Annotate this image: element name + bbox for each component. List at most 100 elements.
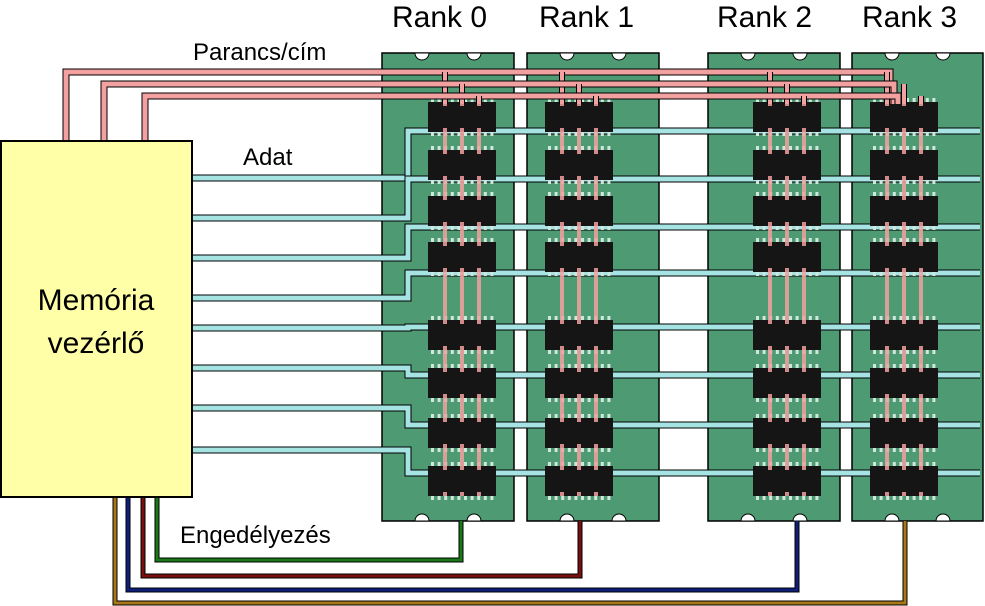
chip-pin-top (490, 462, 494, 466)
chip-pin-bottom (437, 132, 441, 136)
chip-pin-bottom (762, 398, 766, 402)
chip-pin-top (782, 238, 786, 242)
chip-pin-bottom (437, 272, 441, 276)
chip-pin-bottom (782, 132, 786, 136)
chip-pin-top (464, 316, 467, 320)
rank-3-chip-face-2 (870, 200, 938, 222)
chip-pin-top (457, 146, 461, 150)
chip-pin-top (815, 414, 819, 418)
chip-pin-bottom (483, 398, 487, 402)
chip-pin-top (607, 316, 611, 320)
chip-pin-bottom (464, 132, 467, 136)
chip-pin-top (554, 462, 558, 466)
chip-pin-top (925, 462, 929, 466)
chip-pin-top (789, 316, 792, 320)
chip-pin-bottom (483, 132, 487, 136)
chip-pin-top (554, 414, 558, 418)
chip-pin-bottom (581, 448, 584, 452)
chip-pin-top (574, 192, 578, 196)
chip-pin-top (554, 238, 558, 242)
rank-0-top-notch-1 (466, 52, 482, 61)
chip-pin-top (567, 316, 571, 320)
rank-2-chip-trace-0 (768, 102, 772, 496)
chip-pin-bottom (932, 496, 936, 500)
chip-pin-top (464, 462, 467, 466)
chip-pin-bottom (483, 448, 487, 452)
chip-pin-bottom (892, 448, 896, 452)
rank-1-chip-face-5 (545, 372, 613, 394)
chip-pin-top (925, 146, 929, 150)
chip-pin-top (548, 146, 551, 150)
chip-pin-bottom (490, 350, 494, 354)
rank-0-top-notch-0 (414, 52, 430, 61)
chip-pin-top (548, 238, 551, 242)
chip-pin-top (756, 316, 759, 320)
chip-pin-top (906, 414, 909, 418)
chip-pin-top (879, 238, 883, 242)
chip-pin-top (574, 98, 578, 102)
chip-pin-bottom (594, 496, 598, 500)
chip-pin-bottom (464, 226, 467, 230)
chip-pin-bottom (782, 226, 786, 230)
chip-pin-bottom (450, 226, 454, 230)
chip-pin-bottom (450, 398, 454, 402)
chip-pin-bottom (490, 132, 494, 136)
chip-pin-bottom (808, 272, 812, 276)
chip-pin-bottom (912, 180, 916, 184)
chip-pin-top (450, 462, 454, 466)
chip-pin-bottom (762, 180, 766, 184)
chip-pin-bottom (775, 272, 779, 276)
chip-pin-top (892, 414, 896, 418)
chip-pin-top (607, 238, 611, 242)
chip-pin-top (437, 146, 441, 150)
chip-pin-bottom (932, 350, 936, 354)
chip-pin-top (470, 98, 474, 102)
chip-pin-top (587, 462, 591, 466)
chip-pin-top (457, 364, 461, 368)
chip-pin-bottom (873, 496, 876, 500)
chip-pin-bottom (899, 226, 903, 230)
chip-pin-bottom (574, 350, 578, 354)
chip-pin-top (483, 316, 487, 320)
rank-2-chip-face-7 (753, 470, 821, 492)
chip-pin-bottom (879, 350, 883, 354)
chip-pin-bottom (581, 496, 584, 500)
chip-pin-bottom (873, 132, 876, 136)
chip-pin-bottom (925, 132, 929, 136)
rank-1-top-notch-1 (611, 52, 627, 61)
chip-pin-top (932, 238, 936, 242)
chip-pin-bottom (925, 350, 929, 354)
chip-pin-bottom (457, 180, 461, 184)
chip-pin-bottom (912, 350, 916, 354)
chip-pin-top (925, 364, 929, 368)
chip-pin-bottom (587, 180, 591, 184)
chip-pin-top (789, 146, 792, 150)
chip-pin-top (574, 146, 578, 150)
chip-pin-top (457, 462, 461, 466)
chip-pin-bottom (457, 226, 461, 230)
rank-3-title: Rank 3 (862, 1, 957, 34)
chip-pin-top (879, 98, 883, 102)
chip-pin-top (762, 146, 766, 150)
chip-pin-bottom (815, 272, 819, 276)
chip-pin-bottom (548, 398, 551, 402)
chip-pin-bottom (554, 132, 558, 136)
chip-pin-top (925, 316, 929, 320)
chip-pin-bottom (775, 496, 779, 500)
chip-pin-top (782, 98, 786, 102)
rank-0-chip-face-4 (428, 324, 496, 346)
chip-pin-top (873, 98, 876, 102)
chip-pin-bottom (756, 350, 759, 354)
chip-pin-top (775, 146, 779, 150)
chip-pin-top (548, 98, 551, 102)
rank-0-chip-face-3 (428, 246, 496, 268)
rank-3-chip-face-6 (870, 422, 938, 444)
chip-pin-bottom (762, 272, 766, 276)
chip-pin-bottom (607, 272, 611, 276)
data-line-2 (192, 224, 980, 261)
chip-pin-bottom (450, 448, 454, 452)
chip-pin-bottom (581, 272, 584, 276)
chip-pin-top (795, 364, 799, 368)
chip-pin-bottom (782, 272, 786, 276)
chip-pin-top (431, 98, 434, 102)
